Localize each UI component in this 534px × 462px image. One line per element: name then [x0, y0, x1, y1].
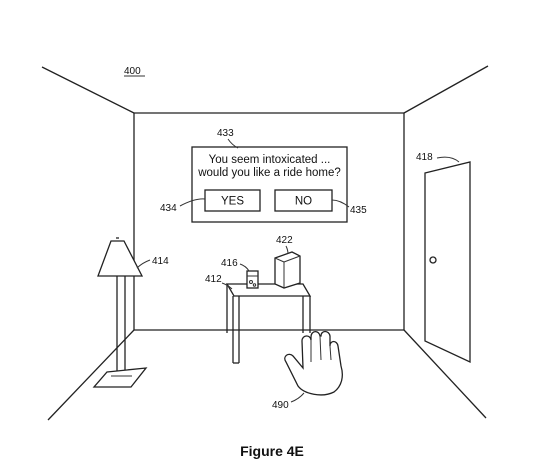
no-button-leader: [331, 199, 350, 208]
yes-button-leader: [179, 198, 206, 207]
dialog-leader: [227, 138, 239, 149]
drink-ref-label: 416: [221, 258, 238, 269]
device-ref-label: 422: [276, 235, 293, 246]
table-leader: [221, 282, 233, 290]
dialog-ref-label: 433: [217, 128, 234, 139]
drink-leader: [239, 263, 250, 272]
dialog-message-line2: would you like a ride home?: [197, 167, 341, 179]
door-ref-label: 418: [416, 152, 433, 163]
room: [41, 65, 489, 421]
yes-button-ref-label: 434: [160, 203, 177, 214]
lamp-ref-label: 414: [152, 256, 169, 267]
dialog-message-line1: You seem intoxicated ...: [209, 154, 331, 166]
hand-ref-label: 490: [272, 400, 289, 411]
yes-button[interactable]: YES: [204, 189, 261, 212]
hand-gesture-icon: [284, 330, 343, 396]
device-leader: [285, 245, 289, 255]
floor-lamp: [92, 237, 148, 388]
smart-device: [274, 251, 301, 289]
yes-button-label: YES: [221, 196, 244, 208]
no-button-ref-label: 435: [350, 205, 367, 216]
door: [424, 161, 471, 364]
door-leader: [436, 156, 460, 163]
table-ref-label: 412: [205, 274, 222, 285]
lamp-leader: [136, 259, 151, 269]
no-button-label: NO: [295, 196, 312, 208]
hand-leader: [290, 392, 305, 403]
figure-caption: Figure 4E: [240, 443, 304, 459]
no-button[interactable]: NO: [274, 189, 333, 212]
door-knob: [429, 256, 437, 264]
figure-number: 400: [124, 66, 141, 77]
table: [225, 283, 312, 364]
drink-glass: [246, 270, 259, 289]
